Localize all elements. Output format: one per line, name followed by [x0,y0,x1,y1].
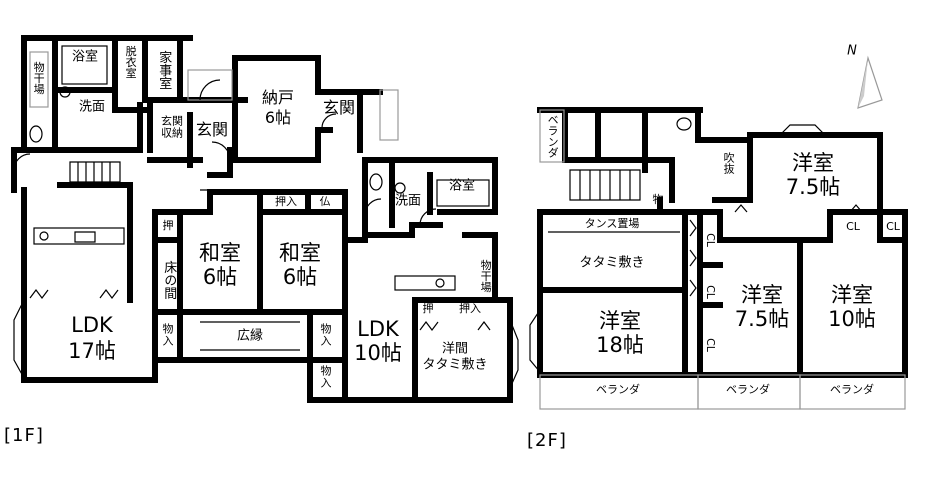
room-tansu: タンス置場 [584,216,640,230]
room-entrance-second: 玄関 [322,98,356,118]
floor-2-details [529,107,906,410]
room-washitsu-a: 和室 [199,241,241,266]
room-storage-b: 物入 [320,322,332,348]
floor-1-walls [11,35,513,403]
room-washroom-east: 洗面 [394,193,422,209]
room-yoshitsu-ne: 洋室 [792,151,834,176]
room-yoshitsu-big-size: 18帖 [596,333,644,358]
room-entrance-main: 玄関 [195,120,229,140]
room-veranda-nw: ベランダ [546,114,560,158]
room-ldk-east-size: 10帖 [354,341,402,366]
room-yoshitsu-mid: 洋室 [741,283,783,308]
room-housework: 家事室 [156,50,172,90]
floor-2-walls [537,107,908,378]
room-yoshitsu-big: 洋室 [599,309,641,334]
room-bath-east: 浴室 [448,178,476,194]
closet-cl-c: CL [704,233,718,247]
room-ldk-east: LDK [357,317,399,342]
room-closet-oshi: 押入 [275,194,297,208]
room-yoma-note: タタミ敷き [422,357,488,373]
room-storage-a: 物入 [162,322,174,348]
room-ldk-west: LDK [71,313,113,338]
room-storage-2f: 物 [652,192,664,206]
closet-cl-a: CL [846,219,860,233]
room-storeroom: 納戸 [261,88,295,108]
room-washroom: 洗面 [78,99,106,115]
floor-2-label: [2F] [527,430,567,451]
room-hiroen: 広縁 [236,328,264,344]
floor-1-details [13,45,519,403]
room-storeroom-size: 6帖 [264,108,292,128]
room-drying-east: 物干場 [479,259,493,293]
room-oshi-small: 押 [162,218,174,232]
closet-cl-b: CL [886,219,900,233]
room-fukinuke: 吹抜 [722,152,736,174]
room-bath: 浴室 [71,49,99,65]
room-storage-c: 物入 [320,364,332,390]
room-closet-oshi-2: 押 [422,301,434,315]
room-closet-oshi-3: 押入 [459,301,481,315]
room-washitsu-a-size: 6帖 [202,265,238,290]
compass-label: N [847,43,857,59]
room-washitsu-b-size: 6帖 [282,265,318,290]
room-tatami-note: タタミ敷き [579,255,645,271]
room-dressing: 脱衣室 [124,45,138,79]
room-ldk-west-size: 17帖 [68,339,116,364]
closet-cl-d: CL [704,285,718,299]
room-tokonoma: 床の間 [161,260,177,300]
room-yoshitsu-mid-size: 7.5帖 [734,307,790,332]
north-arrow-icon [857,55,883,109]
closet-cl-e: CL [704,338,718,352]
room-veranda-1: ベランダ [596,382,640,396]
room-yoma: 洋間 [441,341,469,357]
room-yoshitsu-e-size: 10帖 [828,307,876,332]
room-entrance-storage: 玄関収納 [161,114,183,140]
room-yoshitsu-ne-size: 7.5帖 [785,175,841,200]
room-veranda-3: ベランダ [830,382,874,396]
room-washitsu-b: 和室 [279,241,321,266]
room-butsudan: 仏 [319,194,331,208]
room-drying: 物干場 [32,61,46,95]
floor-1-label: [1F] [4,425,44,446]
room-veranda-2: ベランダ [726,382,770,396]
room-yoshitsu-e: 洋室 [831,283,873,308]
